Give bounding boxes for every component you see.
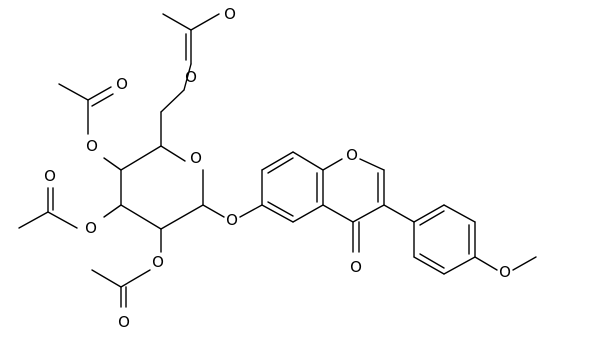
bond xyxy=(413,256,445,275)
bond xyxy=(474,256,498,271)
bond xyxy=(261,204,294,223)
atom-label-oxygen: O xyxy=(85,219,97,237)
bond xyxy=(383,204,415,223)
bond xyxy=(91,93,114,107)
bond xyxy=(120,145,162,171)
bond xyxy=(120,204,162,230)
bond xyxy=(87,86,112,101)
bond xyxy=(413,204,445,223)
bonds xyxy=(18,13,537,308)
bond xyxy=(103,157,122,171)
bond xyxy=(160,204,204,230)
bond xyxy=(91,269,122,288)
bond xyxy=(419,210,445,226)
bond xyxy=(267,201,294,217)
atom-label-oxygen: O xyxy=(499,263,511,281)
bond xyxy=(261,151,294,171)
atom-label-oxygen: O xyxy=(116,75,128,93)
bond xyxy=(292,151,324,171)
atom-label-oxygen: O xyxy=(152,253,164,271)
atom-label-oxygen: O xyxy=(350,258,362,276)
bond xyxy=(443,256,476,275)
atom-label-oxygen: O xyxy=(44,167,56,185)
bond xyxy=(190,13,220,31)
bond xyxy=(18,211,49,229)
bond xyxy=(202,204,225,218)
atom-label-oxygen: O xyxy=(185,68,197,86)
bond xyxy=(352,204,385,223)
atom-label-oxygen: O xyxy=(346,146,358,164)
atom-label-oxygen: O xyxy=(224,5,236,23)
bond xyxy=(512,256,537,271)
bond xyxy=(267,157,294,174)
bond xyxy=(120,269,151,288)
bond xyxy=(322,158,343,171)
bond xyxy=(162,13,192,31)
atom-label-oxygen: O xyxy=(190,149,202,167)
atom-labels: O O O O O O O O O O O O O xyxy=(44,5,511,331)
bond xyxy=(103,204,122,218)
bond xyxy=(239,204,263,218)
bond xyxy=(443,204,476,223)
bond xyxy=(160,89,185,113)
atom-label-oxygen: O xyxy=(226,211,238,229)
bond xyxy=(359,158,385,171)
bond xyxy=(419,253,445,269)
bond xyxy=(322,204,354,223)
bond xyxy=(160,145,186,162)
bond xyxy=(183,63,192,91)
bond xyxy=(47,211,78,229)
bond xyxy=(58,83,89,101)
atom-label-oxygen: O xyxy=(118,313,130,331)
bond xyxy=(292,204,324,223)
atom-label-oxygen: O xyxy=(86,137,98,155)
